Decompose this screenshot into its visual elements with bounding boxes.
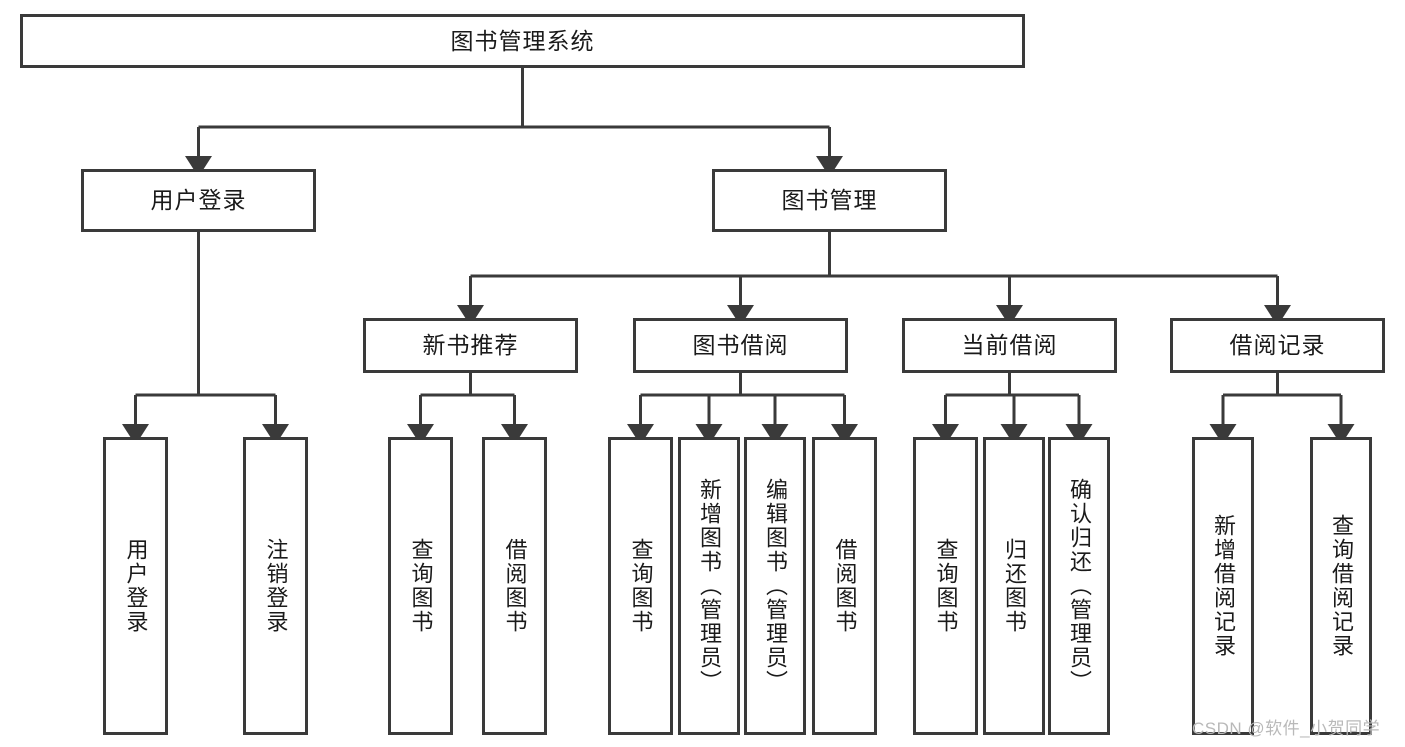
node-l13[interactable]: 查询借阅记录 xyxy=(1310,437,1372,735)
node-label: 借阅图书 xyxy=(502,538,528,634)
node-label: 当前借阅 xyxy=(961,332,1058,358)
node-l1[interactable]: 用户登录 xyxy=(103,437,168,735)
node-label: 图书管理 xyxy=(781,187,878,213)
node-label: 查询图书 xyxy=(933,538,959,634)
node-label: 查询借阅记录 xyxy=(1329,514,1354,658)
node-label: 用户登录 xyxy=(123,538,149,634)
node-l3[interactable]: 查询图书 xyxy=(388,437,453,735)
node-label: 新书推荐 xyxy=(422,332,519,358)
node-label: 查询图书 xyxy=(628,538,654,634)
node-label: 归还图书 xyxy=(1002,538,1027,634)
node-label: 图书借阅 xyxy=(692,332,789,358)
node-label: 用户登录 xyxy=(150,187,247,213)
node-l4[interactable]: 借阅图书 xyxy=(482,437,547,735)
node-l7[interactable]: 编辑图书（管理员） xyxy=(744,437,806,735)
node-label: 查询图书 xyxy=(408,538,434,634)
node-l11[interactable]: 确认归还（管理员） xyxy=(1048,437,1110,735)
node-l2[interactable]: 注销登录 xyxy=(243,437,308,735)
node-label: 图书管理系统 xyxy=(450,27,595,54)
node-label: 新增借阅记录 xyxy=(1211,514,1236,658)
node-l8[interactable]: 借阅图书 xyxy=(812,437,877,735)
node-label: 注销登录 xyxy=(263,538,289,634)
node-label: 借阅图书 xyxy=(832,538,858,634)
node-l10[interactable]: 归还图书 xyxy=(983,437,1045,735)
node-label: 确认归还（管理员） xyxy=(1067,478,1092,694)
node-l5[interactable]: 查询图书 xyxy=(608,437,673,735)
node-borrow[interactable]: 图书借阅 xyxy=(633,318,848,373)
node-login[interactable]: 用户登录 xyxy=(81,169,316,232)
node-root[interactable]: 图书管理系统 xyxy=(20,14,1025,68)
node-current[interactable]: 当前借阅 xyxy=(902,318,1117,373)
node-records[interactable]: 借阅记录 xyxy=(1170,318,1385,373)
watermark: CSDN @软件_小贺同学 xyxy=(1192,719,1381,738)
node-label: 编辑图书（管理员） xyxy=(763,478,788,694)
node-l12[interactable]: 新增借阅记录 xyxy=(1192,437,1254,735)
node-bookmgmt[interactable]: 图书管理 xyxy=(712,169,947,232)
node-newbook[interactable]: 新书推荐 xyxy=(363,318,578,373)
node-l9[interactable]: 查询图书 xyxy=(913,437,978,735)
node-label: 借阅记录 xyxy=(1229,332,1326,358)
node-label: 新增图书（管理员） xyxy=(697,478,722,694)
node-l6[interactable]: 新增图书（管理员） xyxy=(678,437,740,735)
